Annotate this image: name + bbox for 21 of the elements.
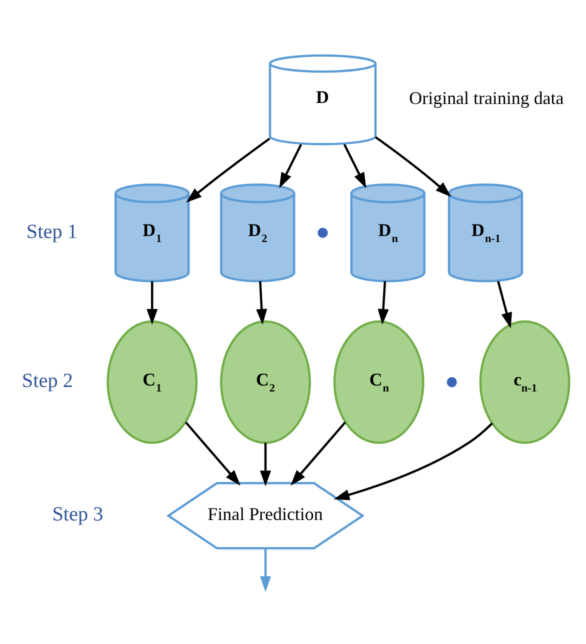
arrow xyxy=(343,144,366,188)
arrow xyxy=(497,280,512,328)
arrow xyxy=(260,442,271,486)
label: Step 3 xyxy=(52,503,104,526)
node-ellipse: C$_{1}$ xyxy=(106,320,198,444)
arrow xyxy=(374,136,452,196)
label: Step 2 xyxy=(22,370,73,392)
arrow xyxy=(184,421,240,486)
node-ellipse: C$_{n}$ xyxy=(333,320,424,444)
node-ellipse: C$_{2}$ xyxy=(220,320,311,444)
arrow xyxy=(279,144,302,188)
arrow xyxy=(260,548,271,592)
arrow xyxy=(290,421,346,486)
arrow xyxy=(256,280,268,324)
node-ellipse: c$_{n-1}$ xyxy=(479,320,570,444)
arrow xyxy=(334,422,493,500)
node-label: Original training data xyxy=(409,88,564,108)
label: Step 1 xyxy=(26,220,78,242)
arrow xyxy=(146,280,158,324)
arrow xyxy=(378,280,389,324)
arrow xyxy=(186,137,270,202)
